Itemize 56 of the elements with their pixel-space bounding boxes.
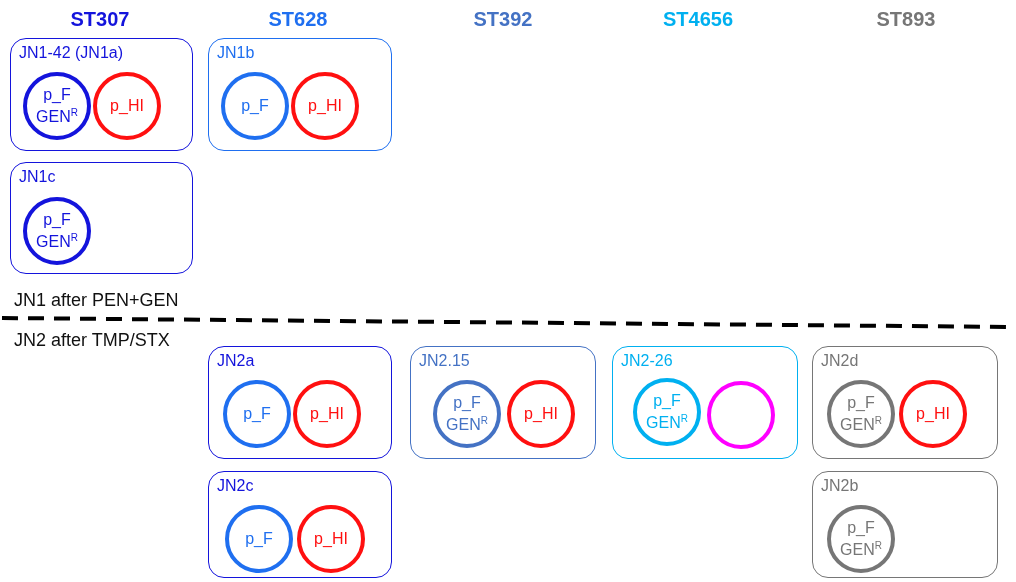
- isolate-title: JN2a: [217, 352, 255, 370]
- plasmid-label: p_F GEN$^{R}$: [35, 85, 79, 127]
- plasmid-label: p_F: [244, 530, 274, 548]
- isolate-title: JN1b: [217, 44, 255, 62]
- plasmid-label: p_F GEN$^{R}$: [445, 393, 489, 435]
- plasmid-label: p_HI: [109, 97, 145, 115]
- plasmid-circle: [507, 380, 575, 448]
- isolate-box: [812, 471, 998, 578]
- sequence-type-heading: ST307: [70, 8, 130, 31]
- sequence-type-heading: ST628: [268, 8, 328, 31]
- plasmid-circle: [93, 72, 161, 140]
- isolate-title: JN1-42 (JN1a): [19, 44, 124, 62]
- plasmid-circle: [293, 380, 361, 448]
- sequence-type-heading: ST4656: [662, 8, 734, 31]
- plasmid-label: p_F GEN$^{R}$: [839, 518, 883, 560]
- isolate-box: [208, 38, 392, 151]
- isolate-title: JN1c: [19, 168, 56, 186]
- section-label: JN1 after PEN+GEN: [14, 290, 179, 311]
- isolate-title: JN2b: [821, 477, 859, 495]
- sequence-type-heading: ST392: [473, 8, 533, 31]
- isolate-box: [410, 346, 596, 459]
- isolate-title: JN2.15: [419, 352, 470, 370]
- sequence-type-heading: ST893: [876, 8, 936, 31]
- plasmid-circle: [223, 380, 291, 448]
- plasmid-label: p_F: [242, 405, 272, 423]
- isolate-box: [812, 346, 998, 459]
- plasmid-label: p_F GEN$^{R}$: [839, 393, 883, 435]
- isolate-box: [10, 38, 193, 151]
- plasmid-circle: [707, 381, 775, 449]
- isolate-box: [10, 162, 193, 274]
- plasmid-circle: [221, 72, 289, 140]
- plasmid-circle: [827, 380, 895, 448]
- isolate-title: JN2c: [217, 477, 254, 495]
- isolate-title: JN2-26: [621, 352, 673, 370]
- plasmid-circle: [225, 505, 293, 573]
- isolate-box: [612, 346, 798, 459]
- plasmid-label: p_HI: [915, 405, 951, 423]
- plasmid-circle: [291, 72, 359, 140]
- plasmid-circle: [633, 378, 701, 446]
- isolate-box: [208, 471, 392, 578]
- plasmid-circle: [827, 505, 895, 573]
- plasmid-circle: [23, 197, 91, 265]
- plasmid-label: p_HI: [309, 405, 345, 423]
- isolate-box: [208, 346, 392, 459]
- plasmid-label: p_F GEN$^{R}$: [35, 210, 79, 252]
- plasmid-label: p_F: [240, 97, 270, 115]
- plasmid-circle: [23, 72, 91, 140]
- plasmid-label: p_HI: [313, 530, 349, 548]
- plasmid-label: p_HI: [307, 97, 343, 115]
- plasmid-label: p_F GEN$^{R}$: [645, 391, 689, 433]
- section-label: JN2 after TMP/STX: [14, 330, 170, 351]
- plasmid-circle: [297, 505, 365, 573]
- plasmid-circle: [433, 380, 501, 448]
- isolate-title: JN2d: [821, 352, 859, 370]
- plasmid-label: p_HI: [523, 405, 559, 423]
- plasmid-circle: [899, 380, 967, 448]
